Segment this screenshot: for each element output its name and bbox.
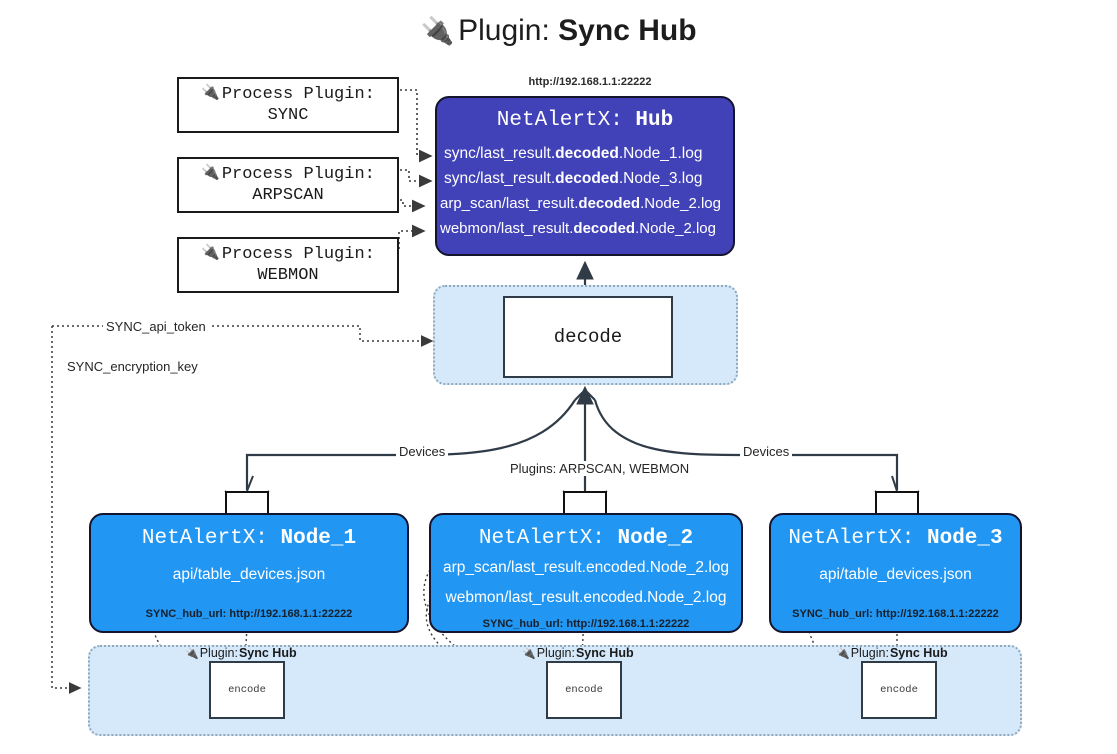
plug-icon: 🔌: [201, 165, 220, 182]
plug-icon: 🔌: [201, 85, 220, 102]
hub-log-list: sync/last_result.decoded.Node_1.log sync…: [437, 141, 733, 241]
node-hub-url-label: SYNC_hub_url: http://192.168.1.1:22222: [145, 608, 353, 620]
encode-box[interactable]: encode: [546, 661, 622, 719]
process-plugin-name: ARPSCAN: [252, 186, 324, 205]
process-plugin-name: SYNC: [267, 106, 309, 125]
log-pre: sync/last_result.: [444, 170, 556, 187]
encoder-label-strong: Sync Hub: [575, 646, 634, 660]
hub-title-prefix: NetAlertX:: [496, 109, 636, 132]
plug-icon: 🔌: [836, 647, 850, 660]
hub-url-label: http://192.168.1.1:22222: [528, 76, 652, 88]
log-em: decoded: [578, 195, 641, 212]
encode-box[interactable]: encode: [861, 661, 937, 719]
log-post: .Node_2.log: [640, 195, 721, 212]
log-post: .Node_2.log: [635, 220, 716, 237]
encoder-plugin-label: 🔌Plugin: Sync Hub: [185, 646, 297, 660]
node-box-node-1[interactable]: NetAlertX: Node_1 api/table_devices.json…: [89, 513, 409, 633]
hub-title-name: Hub: [635, 109, 674, 132]
node-box-node-3[interactable]: NetAlertX: Node_3 api/table_devices.json…: [769, 513, 1022, 633]
node-title-prefix: NetAlertX:: [478, 527, 618, 550]
log-pre: sync/last_result.: [444, 145, 556, 162]
node-title: NetAlertX: Node_1: [91, 527, 407, 550]
edge-label-plugins: Plugins: ARPSCAN, WEBMON: [507, 461, 693, 476]
process-plugin-prefix: Process Plugin:: [221, 84, 375, 104]
process-plugin-box-sync[interactable]: 🔌 Process Plugin: SYNC: [177, 77, 399, 133]
node-title: NetAlertX: Node_2: [431, 527, 741, 550]
log-pre: arp_scan/last_result.: [440, 195, 579, 212]
encoder-plugin-label: 🔌Plugin: Sync Hub: [522, 646, 634, 660]
hub-log-line: webmon/last_result.decoded.Node_2.log: [437, 216, 733, 241]
plug-icon: 🔌: [185, 647, 199, 660]
encoder-label-lead: Plugin:: [850, 646, 889, 660]
encoder-label-lead: Plugin:: [536, 646, 575, 660]
node-line: api/table_devices.json: [172, 566, 326, 583]
edge-label-encryption-key: SYNC_encryption_key: [64, 359, 201, 374]
edge-label-devices-right: Devices: [740, 444, 793, 459]
title-lead: Plugin:: [458, 14, 559, 47]
plug-icon: 🔌: [522, 647, 536, 660]
page-title: 🔌Plugin: Sync Hub: [0, 14, 1117, 48]
process-plugin-prefix: Process Plugin:: [221, 244, 375, 264]
hub-title: NetAlertX: Hub: [437, 109, 733, 132]
log-em: decoded: [555, 170, 619, 187]
process-plugin-prefix: Process Plugin:: [221, 164, 375, 184]
process-plugin-box-arpscan[interactable]: 🔌 Process Plugin: ARPSCAN: [177, 157, 399, 213]
hub-log-line: sync/last_result.decoded.Node_1.log: [437, 141, 733, 166]
log-pre: webmon/last_result.: [440, 220, 574, 237]
hub-node[interactable]: NetAlertX: Hub sync/last_result.decoded.…: [435, 96, 735, 256]
edge-label-api-token: SYNC_api_token: [103, 319, 209, 334]
node-title-prefix: NetAlertX:: [141, 527, 281, 550]
log-post: .Node_1.log: [618, 145, 703, 162]
edge-label-devices-left: Devices: [396, 444, 449, 459]
plug-icon: 🔌: [201, 245, 220, 262]
process-plugin-box-webmon[interactable]: 🔌 Process Plugin: WEBMON: [177, 237, 399, 293]
node-hub-url-label: SYNC_hub_url: http://192.168.1.1:22222: [792, 608, 999, 620]
node-box-node-2[interactable]: NetAlertX: Node_2 arp_scan/last_result.e…: [429, 513, 743, 633]
log-post: .Node_3.log: [618, 170, 703, 187]
log-em: decoded: [573, 220, 636, 237]
node-line: api/table_devices.json: [819, 566, 972, 583]
node-title: NetAlertX: Node_3: [771, 527, 1020, 550]
node-title-prefix: NetAlertX:: [788, 527, 927, 550]
decode-box[interactable]: decode: [503, 296, 673, 378]
hub-log-line: arp_scan/last_result.decoded.Node_2.log: [437, 191, 733, 216]
node-title-name: Node_3: [927, 527, 1003, 550]
encode-box[interactable]: encode: [209, 661, 285, 719]
encoder-plugin-label: 🔌Plugin: Sync Hub: [836, 646, 948, 660]
node-hub-url-label: SYNC_hub_url: http://192.168.1.1:22222: [482, 618, 690, 630]
title-strong: Sync Hub: [558, 14, 697, 47]
node-title-name: Node_1: [280, 527, 357, 550]
encoder-label-lead: Plugin:: [199, 646, 238, 660]
node-title-name: Node_2: [617, 527, 694, 550]
node-line: arp_scan/last_result.encoded.Node_2.log: [442, 559, 730, 576]
plug-icon: 🔌: [420, 16, 455, 46]
log-em: decoded: [555, 145, 619, 162]
encoder-label-strong: Sync Hub: [238, 646, 297, 660]
encoder-label-strong: Sync Hub: [889, 646, 948, 660]
node-line: webmon/last_result.encoded.Node_2.log: [445, 589, 727, 606]
process-plugin-name: WEBMON: [257, 266, 319, 285]
hub-log-line: sync/last_result.decoded.Node_3.log: [437, 166, 733, 191]
